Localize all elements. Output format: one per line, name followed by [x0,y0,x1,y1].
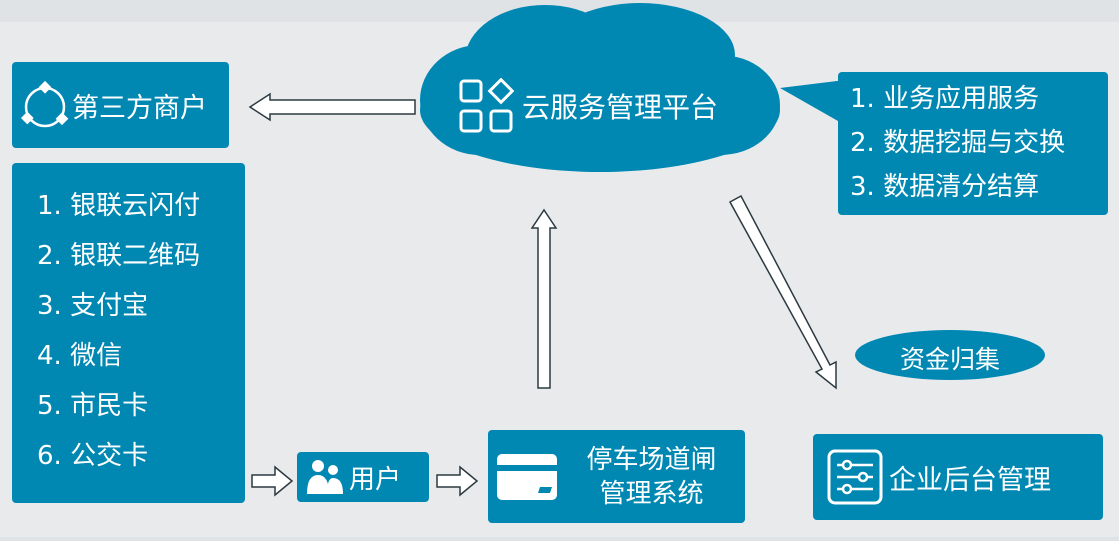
payment-item: 1. 银联云闪付 [37,191,201,221]
service-item: 3. 数据清分结算 [850,171,1040,202]
parking-label-line2: 管理系统 [599,478,704,509]
cycle-icon [20,80,69,128]
fund-ellipse [855,330,1045,380]
enterprise-backend-box: 企业后台管理 [813,434,1103,520]
parking-label-line1: 停车场道闸 [586,444,717,475]
payment-item: 2. 银联二维码 [37,241,201,271]
payment-item: 3. 支付宝 [37,291,149,321]
cloud-shape [420,3,780,172]
arrow-cloud-to-enterprise [728,194,837,390]
third-party-label: 第三方商户 [72,92,207,124]
parking-label: 停车场道闸 管理系统 [558,443,745,511]
parking-system-box: 停车场道闸 管理系统 [488,430,745,523]
card-icon [497,453,557,500]
payment-methods-box: 1. 银联云闪付 2. 银联二维码 3. 支付宝 4. 微信 5. 市民卡 6.… [12,163,245,503]
cloud-platform: 云服务管理平台 [458,78,718,134]
callout-pointer [780,80,845,125]
arrow-list-to-user [251,465,294,497]
user-label: 用户 [349,464,402,495]
cloud-label: 云服务管理平台 [522,91,719,124]
service-item: 1. 业务应用服务 [850,83,1040,114]
third-party-merchant-box: 第三方商户 [12,62,229,148]
fund-label: 资金归集 [899,345,1000,374]
sliders-icon [827,449,883,505]
arrow-parking-to-cloud [530,208,558,389]
arrow-user-to-parking [436,465,479,497]
payment-item: 4. 微信 [37,341,123,371]
payment-item: 6. 公交卡 [37,441,149,471]
service-item: 2. 数据挖掘与交换 [850,127,1066,158]
payment-item: 5. 市民卡 [37,391,149,421]
enterprise-label: 企业后台管理 [889,464,1051,496]
arrow-cloud-to-merchant [248,92,416,122]
services-box: 1. 业务应用服务 2. 数据挖掘与交换 3. 数据清分结算 [838,72,1108,215]
bottom-band [0,537,1119,541]
apps-icon [459,78,514,133]
user-box: 用户 [297,452,429,502]
users-icon [307,460,343,494]
